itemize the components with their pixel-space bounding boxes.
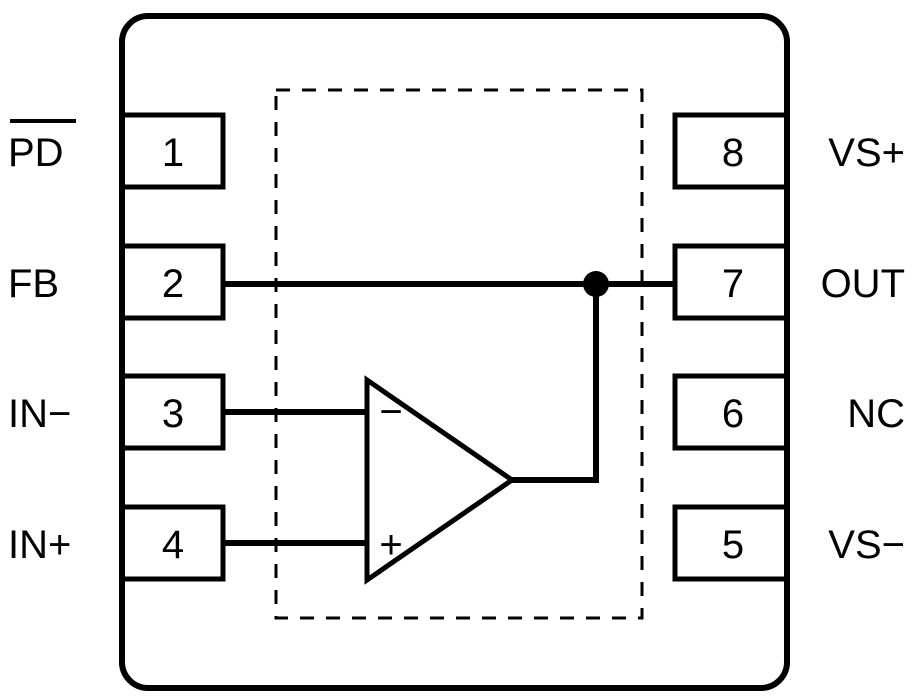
- pin-6-label: NC: [847, 392, 905, 436]
- pin-4-number: 4: [162, 523, 184, 567]
- pin-7-label: OUT: [821, 262, 905, 306]
- opamp-noninverting-sign: +: [379, 523, 402, 567]
- pin-2-label: FB: [8, 262, 59, 306]
- pin-6-group[interactable]: 6 NC: [672, 373, 905, 451]
- pin-4-label: IN+: [8, 523, 71, 567]
- pin-2-group[interactable]: 2 FB: [8, 243, 226, 321]
- pin-7-number: 7: [722, 262, 744, 306]
- opamp-output-wire: [509, 281, 599, 483]
- pin-4-group[interactable]: 4 IN+: [8, 504, 226, 582]
- die-outline: [274, 88, 644, 620]
- pin-1-group[interactable]: 1 PD: [8, 112, 226, 190]
- pin-8-number: 8: [722, 131, 744, 175]
- pin-5-group[interactable]: 5 VS−: [672, 504, 905, 582]
- pin-2-number: 2: [162, 262, 184, 306]
- pin-8-group[interactable]: 8 VS+: [672, 112, 905, 190]
- pin-8-label: VS+: [828, 131, 905, 175]
- pin-1-label: PD: [8, 131, 64, 175]
- pin-6-box[interactable]: [672, 373, 790, 451]
- pin-5-box[interactable]: [672, 504, 790, 582]
- pin-1-box[interactable]: [119, 112, 226, 190]
- pin-7-group[interactable]: 7 OUT: [672, 243, 905, 321]
- opamp-inverting-sign: −: [379, 390, 402, 434]
- pin-6-number: 6: [722, 392, 744, 436]
- feedback-junction-dot: [583, 271, 609, 297]
- opamp-triangle-symbol: [364, 375, 517, 585]
- pin-3-label: IN−: [8, 392, 71, 436]
- pin-5-number: 5: [722, 523, 744, 567]
- pin-4-box[interactable]: [119, 504, 226, 582]
- pin-3-group[interactable]: 3 IN−: [8, 373, 226, 451]
- pin-3-box[interactable]: [119, 373, 226, 451]
- pin-1-number: 1: [162, 131, 184, 175]
- pin-3-number: 3: [162, 392, 184, 436]
- pin-8-box[interactable]: [672, 112, 790, 190]
- pin-5-label: VS−: [828, 523, 905, 567]
